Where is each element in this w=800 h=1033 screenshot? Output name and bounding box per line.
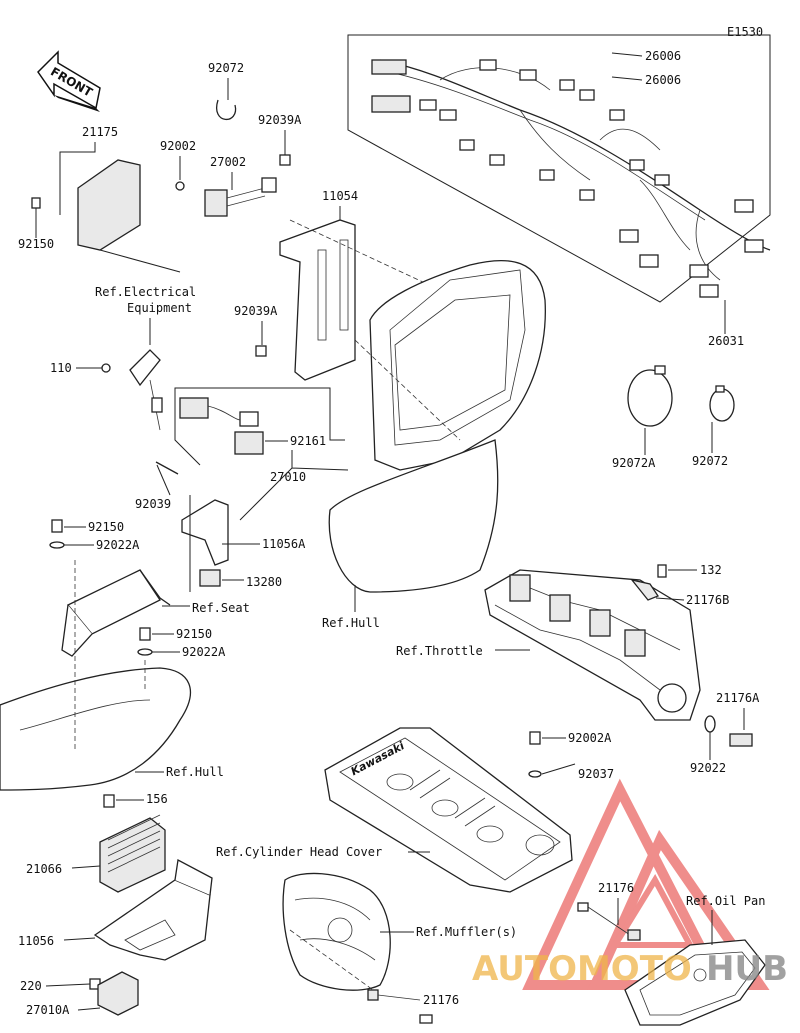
bracket-11054 bbox=[279, 219, 441, 381]
label-ref-oil-pan: Ref.Oil Pan bbox=[686, 894, 765, 908]
watermark-text-b: HUB bbox=[706, 949, 788, 989]
connector-13280 bbox=[199, 569, 221, 587]
label-92072a-right: 92072A bbox=[612, 456, 656, 470]
sensor-21176b bbox=[630, 578, 659, 601]
label-ref-electrical: Ref.Electrical bbox=[95, 285, 196, 299]
label-26031: 26031 bbox=[708, 334, 744, 348]
clamp-92072-right bbox=[709, 385, 735, 422]
ecu-21175 bbox=[77, 159, 141, 251]
label-27002: 27002 bbox=[210, 155, 246, 169]
diagram-code: E1530 bbox=[727, 25, 763, 39]
label-21176a: 21176A bbox=[716, 691, 760, 705]
sensor-21176a bbox=[729, 733, 753, 747]
hull-left bbox=[0, 560, 191, 791]
cylinder-head-cover: Kawasaki bbox=[324, 727, 573, 893]
throttle-body bbox=[484, 569, 701, 721]
label-21176-1: 21176 bbox=[598, 881, 634, 895]
label-ref-electrical-2: Equipment bbox=[127, 301, 192, 315]
sensor-21176-muffler bbox=[367, 989, 433, 1024]
connector-27010a bbox=[97, 971, 139, 1016]
label-92150-2: 92150 bbox=[88, 520, 124, 534]
label-92039a-2: 92039A bbox=[234, 304, 278, 318]
label-92039: 92039 bbox=[135, 497, 171, 511]
label-220: 220 bbox=[20, 979, 42, 993]
seat-bracket bbox=[61, 569, 171, 657]
label-11056a: 11056A bbox=[262, 537, 306, 551]
label-92150-1: 92150 bbox=[18, 237, 54, 251]
label-92037: 92037 bbox=[578, 767, 614, 781]
label-ref-hull-2: Ref.Hull bbox=[166, 765, 224, 779]
label-92072-right: 92072 bbox=[692, 454, 728, 468]
label-92022: 92022 bbox=[690, 761, 726, 775]
fuse-holder bbox=[129, 349, 163, 431]
bolt-92039a bbox=[279, 154, 291, 166]
harness-27010 bbox=[174, 387, 345, 466]
label-92161: 92161 bbox=[290, 434, 326, 448]
label-21176b: 21176B bbox=[686, 593, 729, 607]
front-arrow: FRONT bbox=[37, 50, 101, 112]
label-92039a-1: 92039A bbox=[258, 113, 302, 127]
label-92150-3: 92150 bbox=[176, 627, 212, 641]
label-ref-muffler: Ref.Muffler(s) bbox=[416, 925, 517, 939]
muffler bbox=[282, 872, 391, 996]
oil-pan bbox=[624, 939, 766, 1026]
label-92002-1: 92002 bbox=[160, 139, 196, 153]
label-11056: 11056 bbox=[18, 934, 54, 948]
label-92002a: 92002A bbox=[568, 731, 612, 745]
label-92072-top: 92072 bbox=[208, 61, 244, 75]
label-132: 132 bbox=[700, 563, 722, 577]
watermark-text-a: AUTOMOTO bbox=[472, 949, 692, 989]
label-156: 156 bbox=[146, 792, 168, 806]
label-11054: 11054 bbox=[322, 189, 358, 203]
label-13280: 13280 bbox=[246, 575, 282, 589]
label-21176-2: 21176 bbox=[423, 993, 459, 1007]
sensor-21176-oil bbox=[577, 902, 641, 941]
wiring-harness-26031 bbox=[347, 34, 771, 303]
label-ref-seat: Ref.Seat bbox=[192, 601, 250, 615]
regulator-21066 bbox=[99, 814, 166, 893]
relay-27002 bbox=[204, 177, 277, 217]
label-21175: 21175 bbox=[82, 125, 118, 139]
hull-top bbox=[328, 259, 546, 593]
clamp-92072a bbox=[627, 365, 673, 427]
label-ref-cylinder-head: Ref.Cylinder Head Cover bbox=[216, 845, 382, 859]
label-21066: 21066 bbox=[26, 862, 62, 876]
label-92022a-2: 92022A bbox=[182, 645, 226, 659]
label-26006-b: 26006 bbox=[645, 73, 681, 87]
relay-92161 bbox=[234, 431, 264, 455]
label-110: 110 bbox=[50, 361, 72, 375]
clamp-92072 bbox=[215, 99, 237, 121]
label-ref-throttle: Ref.Throttle bbox=[396, 644, 483, 658]
bracket-11056 bbox=[93, 858, 213, 961]
label-ref-hull-1: Ref.Hull bbox=[322, 616, 380, 630]
label-26006-a: 26006 bbox=[645, 49, 681, 63]
label-27010a: 27010A bbox=[26, 1003, 70, 1017]
bracket-11056a bbox=[181, 495, 229, 592]
label-92022a-1: 92022A bbox=[96, 538, 140, 552]
